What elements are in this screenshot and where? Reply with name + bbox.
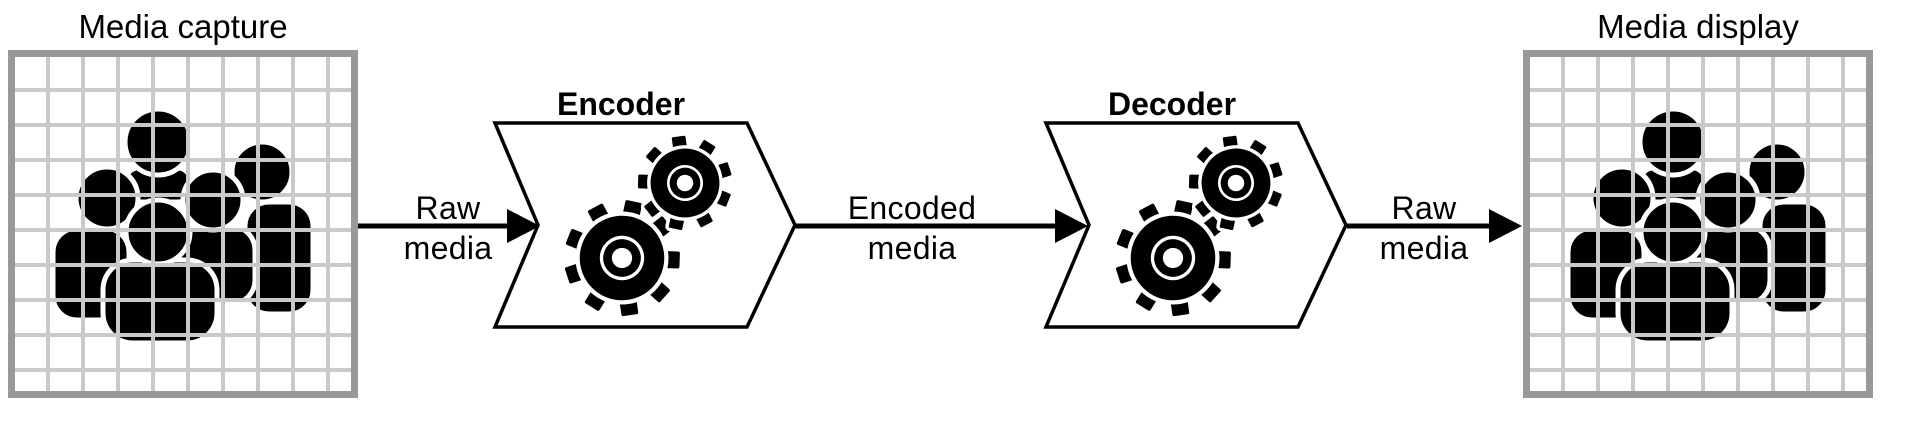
media-capture-box bbox=[8, 50, 358, 398]
pixel-grid-overlay bbox=[1530, 57, 1866, 391]
media-display-box bbox=[1523, 50, 1873, 398]
encoder-title: Encoder bbox=[556, 86, 686, 122]
pixel-grid-overlay bbox=[15, 57, 351, 391]
arrow-label-encoded-media: Encoded media bbox=[792, 188, 1032, 268]
arrow-capture-to-encoder bbox=[358, 209, 540, 243]
arrow-label-raw-media-1: Raw media bbox=[328, 188, 568, 268]
arrow-label-line: media bbox=[403, 230, 493, 266]
arrow-label-line: Raw bbox=[415, 190, 481, 226]
decoder-title: Decoder bbox=[1107, 86, 1237, 122]
arrow-label-line: Raw bbox=[1391, 190, 1457, 226]
media-capture-title: Media capture bbox=[78, 8, 288, 45]
arrow-label-line: Encoded bbox=[847, 190, 977, 226]
media-display-title: Media display bbox=[1597, 8, 1799, 45]
arrow-label-line: media bbox=[1379, 230, 1469, 266]
arrow-label-line: media bbox=[867, 230, 957, 266]
arrow-label-raw-media-2: Raw media bbox=[1304, 188, 1544, 268]
arrow-decoder-to-display bbox=[1347, 209, 1522, 243]
arrow-encoder-to-decoder bbox=[795, 209, 1088, 243]
